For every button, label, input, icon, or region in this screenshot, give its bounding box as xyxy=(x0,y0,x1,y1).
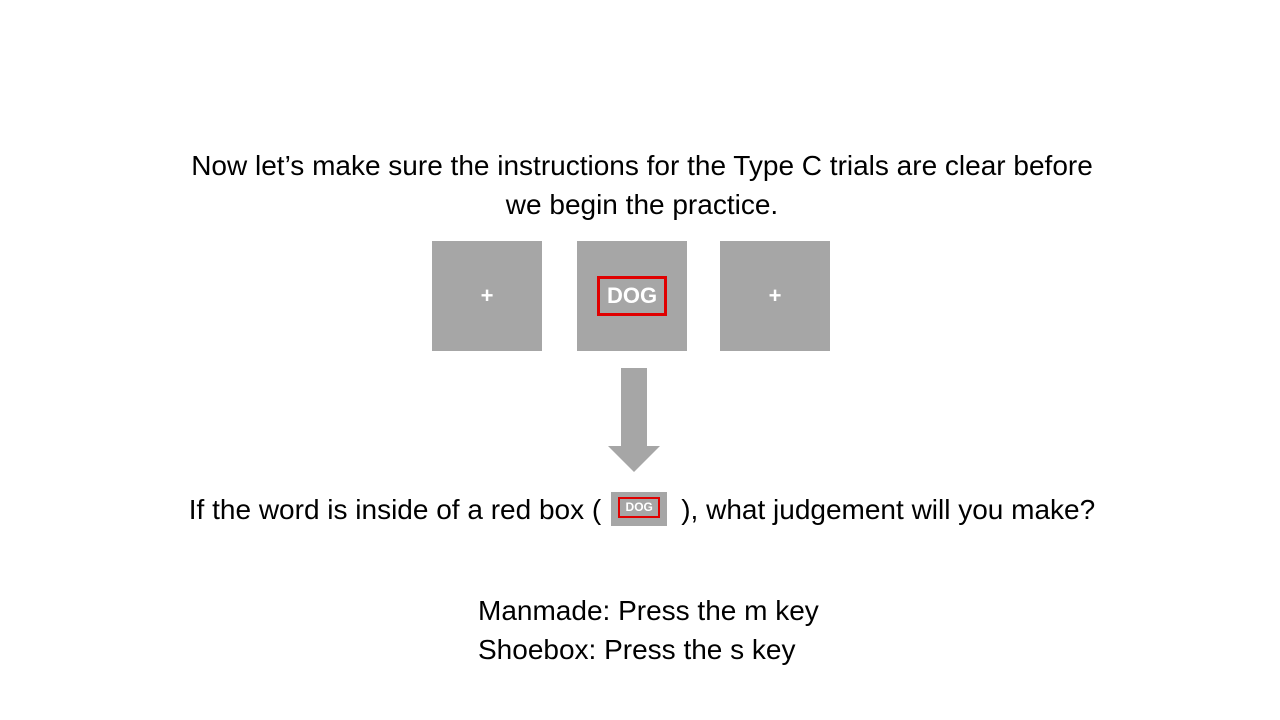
question-text: If the word is inside of a red box ( DOG)… xyxy=(160,490,1124,529)
manmade-key-instruction: Manmade: Press the m key xyxy=(478,595,819,626)
word-tile: DOG xyxy=(577,241,687,351)
red-box-word: DOG xyxy=(596,276,668,316)
question-prefix: If the word is inside of a red box ( xyxy=(188,494,602,525)
question-suffix: ), what judgement will you make? xyxy=(681,494,1096,525)
red-box-example-word: DOG xyxy=(618,496,661,518)
fixation-cross: + xyxy=(768,283,782,308)
fixation-tile-first: + xyxy=(432,241,542,351)
intro-line-2: we begin the practice. xyxy=(505,189,779,220)
shoebox-key-instruction: Shoebox: Press the s key xyxy=(478,634,796,665)
intro-line-1: Now let’s make sure the instructions for… xyxy=(191,150,1093,181)
fixation-cross: + xyxy=(480,283,494,308)
intro-text: Now let’s make sure the instructions for… xyxy=(160,146,1124,224)
fixation-tile-last: + xyxy=(720,241,830,351)
down-arrow-icon xyxy=(608,368,660,472)
key-instructions: Manmade: Press the m key Shoebox: Press … xyxy=(478,591,819,669)
red-box-example: DOG xyxy=(611,491,668,526)
